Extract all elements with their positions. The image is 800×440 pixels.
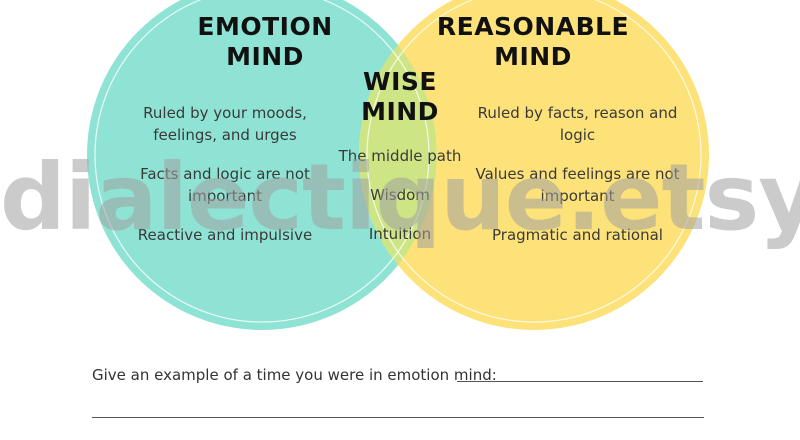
reasonable-item-3: Pragmatic and rational xyxy=(455,224,700,246)
emotion-item-1: Ruled by your moods, feelings, and urges xyxy=(110,102,340,146)
reasonable-item-3-line1: Pragmatic and rational xyxy=(492,226,663,244)
emotion-mind-circle xyxy=(87,0,437,330)
watermark: dialectique.etsy xyxy=(0,144,800,251)
emotion-title-line2: MIND xyxy=(226,42,304,71)
reasonable-title-line2: MIND xyxy=(494,42,572,71)
reasonable-item-2: Values and feelings are not important xyxy=(455,163,700,207)
wise-mind-title: WISE MIND xyxy=(340,67,460,127)
emotion-item-2-line2: important xyxy=(187,187,263,205)
reasonable-item-1-line2: logic xyxy=(559,126,596,144)
answer-line-2[interactable] xyxy=(92,417,704,418)
wise-item-1: The middle path xyxy=(338,147,462,165)
reasonable-item-1: Ruled by facts, reason and logic xyxy=(455,102,700,146)
reasonable-item-2-line1: Values and feelings are not xyxy=(475,165,680,183)
emotion-title-line1: EMOTION xyxy=(197,12,333,41)
emotion-item-3: Reactive and impulsive xyxy=(110,224,340,246)
emotion-mind-title: EMOTION MIND xyxy=(185,12,345,72)
reasonable-mind-circle-outline xyxy=(366,0,702,323)
emotion-item-2: Facts and logic are not important xyxy=(110,163,340,207)
reasonable-mind-circle xyxy=(359,0,709,330)
reasonable-item-1-line1: Ruled by facts, reason and xyxy=(477,104,678,122)
wise-title-line1: WISE xyxy=(363,67,437,96)
wise-item-3: Intuition xyxy=(368,225,432,243)
wise-item-2: Wisdom xyxy=(370,186,430,204)
emotion-item-2-line1: Facts and logic are not xyxy=(140,165,310,183)
worksheet-prompt: Give an example of a time you were in em… xyxy=(92,366,497,384)
wise-mind-overlap xyxy=(359,45,437,265)
emotion-item-1-line1: Ruled by your moods, xyxy=(143,104,307,122)
reasonable-mind-title: REASONABLE MIND xyxy=(428,12,638,72)
emotion-mind-circle-outline xyxy=(94,0,430,323)
reasonable-title-line1: REASONABLE xyxy=(436,12,630,41)
wise-title-line2: MIND xyxy=(361,97,439,126)
reasonable-item-2-line2: important xyxy=(540,187,615,205)
emotion-item-1-line2: feelings, and urges xyxy=(153,126,297,144)
answer-line-1[interactable] xyxy=(457,381,703,382)
emotion-item-3-line1: Reactive and impulsive xyxy=(137,226,313,244)
